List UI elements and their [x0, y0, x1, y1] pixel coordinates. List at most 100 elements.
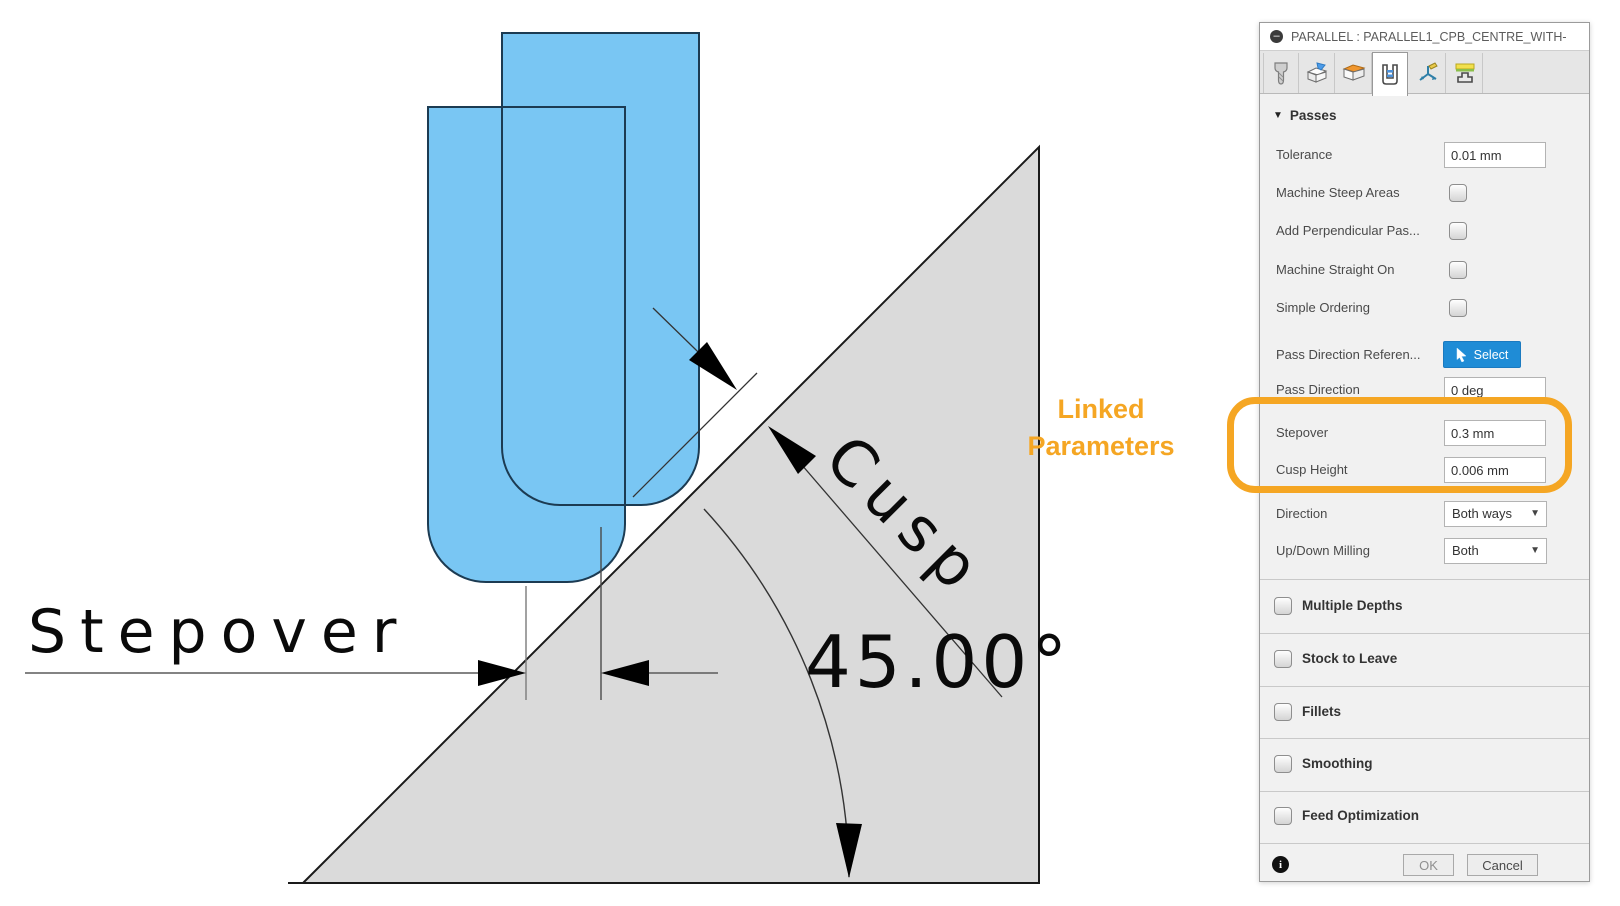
passes-section-header[interactable]: ▼ Passes	[1273, 101, 1336, 129]
tool-profile-back-outline	[501, 32, 700, 506]
geometry-icon	[1306, 62, 1327, 83]
field-label: Stepover	[1276, 425, 1329, 440]
fillets-section[interactable]: Fillets	[1260, 698, 1589, 726]
machine-straight-on-row: Machine Straight On	[1260, 256, 1589, 284]
cusp-upper-arrowhead	[689, 342, 737, 390]
tab-pattern[interactable]	[1447, 53, 1483, 93]
direction-dropdown[interactable]: Both ways ▼	[1444, 501, 1547, 527]
field-label: Cusp Height	[1276, 462, 1348, 477]
tool-profile-front-outline	[427, 106, 626, 583]
machined-surface-triangle	[300, 144, 1040, 884]
passes-icon	[1382, 63, 1398, 85]
operation-minus-icon: –	[1270, 30, 1283, 43]
footer-divider	[1260, 843, 1589, 844]
stepover-arrowhead-left	[478, 660, 526, 686]
field-label: Simple Ordering	[1276, 300, 1370, 315]
tab-tool[interactable]	[1263, 53, 1299, 93]
cancel-button[interactable]: Cancel	[1467, 854, 1538, 876]
multiple-depths-section[interactable]: Multiple Depths	[1260, 592, 1589, 620]
parallel-operation-dialog: – PARALLEL : PARALLEL1_CPB_CENTRE_WITH-	[1259, 22, 1590, 882]
tab-geometry[interactable]	[1299, 53, 1335, 93]
toolpath-diagram: Stepover Cusp 45.00°	[25, 32, 1071, 884]
cursor-icon	[1456, 347, 1467, 362]
cusp-offset-line	[632, 372, 758, 498]
cusp-height-row: Cusp Height	[1260, 456, 1589, 484]
pass-direction-reference-select-button[interactable]: Select	[1443, 341, 1521, 368]
multiple-depths-checkbox[interactable]	[1274, 597, 1292, 615]
feed-optimization-section[interactable]: Feed Optimization	[1260, 802, 1589, 830]
field-label: Machine Steep Areas	[1276, 185, 1400, 200]
section-divider	[1260, 791, 1589, 792]
stock-to-leave-checkbox[interactable]	[1274, 650, 1292, 668]
field-label: Tolerance	[1276, 147, 1333, 162]
select-button-label: Select	[1473, 347, 1509, 362]
stepover-label: Stepover	[28, 597, 410, 667]
section-label: Multiple Depths	[1302, 598, 1403, 613]
cusp-height-input[interactable]	[1444, 457, 1546, 483]
section-divider	[1260, 579, 1589, 580]
linked-parameters-note: Linked Parameters	[995, 391, 1207, 465]
tolerance-input[interactable]	[1444, 142, 1546, 168]
fillets-checkbox[interactable]	[1274, 703, 1292, 721]
field-label: Add Perpendicular Pas...	[1276, 223, 1420, 238]
tool-profile-front	[428, 107, 625, 582]
tab-heights[interactable]	[1336, 53, 1372, 93]
updown-milling-row: Up/Down Milling Both ▼	[1260, 537, 1589, 565]
direction-value: Both ways	[1452, 506, 1512, 521]
linked-note-line2: Parameters	[1027, 431, 1175, 461]
simple-ordering-row: Simple Ordering	[1260, 294, 1589, 322]
dialog-tabstrip	[1260, 51, 1589, 96]
field-label: Pass Direction Referen...	[1276, 347, 1421, 362]
field-label: Up/Down Milling	[1276, 543, 1370, 558]
angle-label: 45.00°	[805, 620, 1071, 704]
linking-icon	[1418, 62, 1438, 81]
field-label: Pass Direction	[1276, 382, 1360, 397]
direction-row: Direction Both ways ▼	[1260, 500, 1589, 528]
smoothing-checkbox[interactable]	[1274, 755, 1292, 773]
stepover-input[interactable]	[1444, 420, 1546, 446]
updown-milling-value: Both	[1452, 543, 1479, 558]
section-label: Stock to Leave	[1302, 651, 1398, 666]
tab-passes[interactable]	[1372, 52, 1408, 96]
section-label: Smoothing	[1302, 756, 1373, 771]
heights-icon	[1342, 64, 1365, 81]
dialog-title: PARALLEL : PARALLEL1_CPB_CENTRE_WITH-	[1291, 29, 1567, 44]
info-icon[interactable]: i	[1272, 856, 1289, 873]
linked-note-line1: Linked	[1057, 394, 1145, 424]
smoothing-section[interactable]: Smoothing	[1260, 750, 1589, 778]
machine-steep-areas-row: Machine Steep Areas	[1260, 179, 1589, 207]
passes-section-label: Passes	[1289, 107, 1337, 123]
stock-to-leave-section[interactable]: Stock to Leave	[1260, 645, 1589, 673]
dialog-titlebar[interactable]: – PARALLEL : PARALLEL1_CPB_CENTRE_WITH-	[1260, 23, 1589, 51]
chevron-down-icon: ▼	[1530, 545, 1540, 556]
section-divider	[1260, 738, 1589, 739]
tab-linking[interactable]	[1410, 53, 1446, 93]
ok-button[interactable]: OK	[1403, 854, 1454, 876]
field-label: Direction	[1276, 506, 1328, 521]
stepover-arrowhead-right	[601, 660, 649, 686]
simple-ordering-checkbox[interactable]	[1449, 299, 1467, 317]
section-divider	[1260, 686, 1589, 687]
chevron-down-icon: ▼	[1530, 508, 1540, 519]
field-label: Machine Straight On	[1276, 262, 1395, 277]
cusp-leader-line	[769, 427, 1003, 698]
add-perpendicular-passes-row: Add Perpendicular Pas...	[1260, 217, 1589, 245]
section-label: Fillets	[1302, 704, 1342, 719]
machine-steep-areas-checkbox[interactable]	[1449, 184, 1467, 202]
cusp-arrowhead	[768, 426, 816, 474]
section-label: Feed Optimization	[1302, 808, 1420, 823]
pass-direction-reference-row: Pass Direction Referen... Select	[1260, 341, 1589, 369]
collapse-triangle-icon: ▼	[1273, 109, 1283, 121]
angle-arc-arrowhead	[836, 823, 862, 878]
angle-arc	[703, 508, 850, 878]
tolerance-row: Tolerance	[1260, 141, 1589, 169]
linked-parameters-highlight	[1227, 397, 1572, 493]
machine-straight-on-checkbox[interactable]	[1449, 261, 1467, 279]
stepover-row: Stepover	[1260, 419, 1589, 447]
add-perpendicular-passes-checkbox[interactable]	[1449, 222, 1467, 240]
updown-milling-dropdown[interactable]: Both ▼	[1444, 538, 1547, 564]
feed-optimization-checkbox[interactable]	[1274, 807, 1292, 825]
tool-icon	[1274, 62, 1288, 85]
section-divider	[1260, 633, 1589, 634]
